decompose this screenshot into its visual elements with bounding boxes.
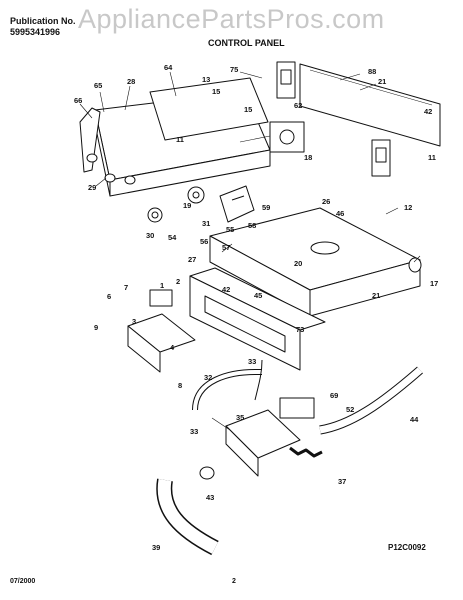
part-callout: 30 xyxy=(146,231,154,240)
part-callout: 65 xyxy=(94,81,102,90)
dispenser-drawer-drawing xyxy=(127,289,196,373)
publication-number: 5995341996 xyxy=(10,27,61,37)
part-callout: 69 xyxy=(330,391,338,400)
part-callout: 42 xyxy=(222,285,230,294)
hose-drawing xyxy=(156,359,423,556)
part-callout: 20 xyxy=(294,259,302,268)
bracket-drawing xyxy=(276,61,391,177)
part-callout: 44 xyxy=(410,415,419,424)
part-callout: 59 xyxy=(262,203,270,212)
figure-code: P12C0092 xyxy=(388,543,426,552)
part-callout: 33 xyxy=(248,357,256,366)
part-callout: 21 xyxy=(378,77,386,86)
part-callout: 9 xyxy=(94,323,98,332)
timer-module-drawing xyxy=(219,185,255,223)
part-callout: 54 xyxy=(168,233,177,242)
part-callout: 18 xyxy=(304,153,312,162)
part-callout: 12 xyxy=(404,203,412,212)
part-callout: 39 xyxy=(152,543,160,552)
part-callout: 21 xyxy=(372,291,380,300)
part-callout: 35 xyxy=(236,413,244,422)
part-callout: 75 xyxy=(230,65,238,74)
part-callout: 33 xyxy=(190,427,198,436)
part-callout: 28 xyxy=(127,77,135,86)
end-cap-drawing xyxy=(79,107,101,173)
part-callout: 58 xyxy=(248,221,256,230)
part-callout: 8 xyxy=(178,381,182,390)
part-callout: 64 xyxy=(164,63,173,72)
console-housing-drawing xyxy=(94,77,271,197)
part-callout: 17 xyxy=(430,279,438,288)
part-callout: 2 xyxy=(176,277,180,286)
part-callout: 56 xyxy=(200,237,208,246)
section-title: CONTROL PANEL xyxy=(208,38,285,48)
module-drawing xyxy=(269,121,305,153)
part-callout: 43 xyxy=(206,493,214,502)
valve-assembly-drawing xyxy=(225,397,323,477)
part-callout: 13 xyxy=(202,75,210,84)
footer-page: 2 xyxy=(232,578,236,585)
part-callout: 46 xyxy=(336,209,344,218)
part-callout: 19 xyxy=(183,201,191,210)
part-callout: 7 xyxy=(124,283,128,292)
part-callout: 37 xyxy=(338,477,346,486)
part-callout: 57 xyxy=(222,243,230,252)
part-callout: 52 xyxy=(346,405,354,414)
knob-drawing xyxy=(86,153,205,223)
cabinet-top-drawing xyxy=(209,207,422,317)
part-callout: 42 xyxy=(424,107,432,116)
part-callout: 27 xyxy=(188,255,196,264)
watermark: AppliancePartsPros.com xyxy=(78,4,385,34)
footer-date: 07/2000 xyxy=(10,578,36,585)
part-callout: 32 xyxy=(204,373,212,382)
part-callout: 3 xyxy=(132,317,136,326)
part-callout: 15 xyxy=(244,105,252,114)
part-callout: 26 xyxy=(322,197,330,206)
part-callout: 1 xyxy=(160,281,164,290)
part-callout: 11 xyxy=(176,135,184,144)
part-callout: 15 xyxy=(212,87,220,96)
part-callout: 66 xyxy=(74,96,82,105)
part-callout: 55 xyxy=(226,225,234,234)
part-callout: 29 xyxy=(88,183,96,192)
part-callout: 11 xyxy=(428,153,436,162)
part-callout: 73 xyxy=(296,325,304,334)
publication-label: Publication No. xyxy=(10,16,76,26)
part-callout: 62 xyxy=(294,101,302,110)
seal-drawing xyxy=(199,466,215,480)
rear-panel-drawing xyxy=(299,63,441,147)
part-callout: 4 xyxy=(170,343,175,352)
dispenser-housing-drawing xyxy=(189,267,326,371)
part-callout: 45 xyxy=(254,291,262,300)
part-callout: 88 xyxy=(368,67,376,76)
part-callout: 31 xyxy=(202,219,210,228)
part-callout: 6 xyxy=(107,292,111,301)
